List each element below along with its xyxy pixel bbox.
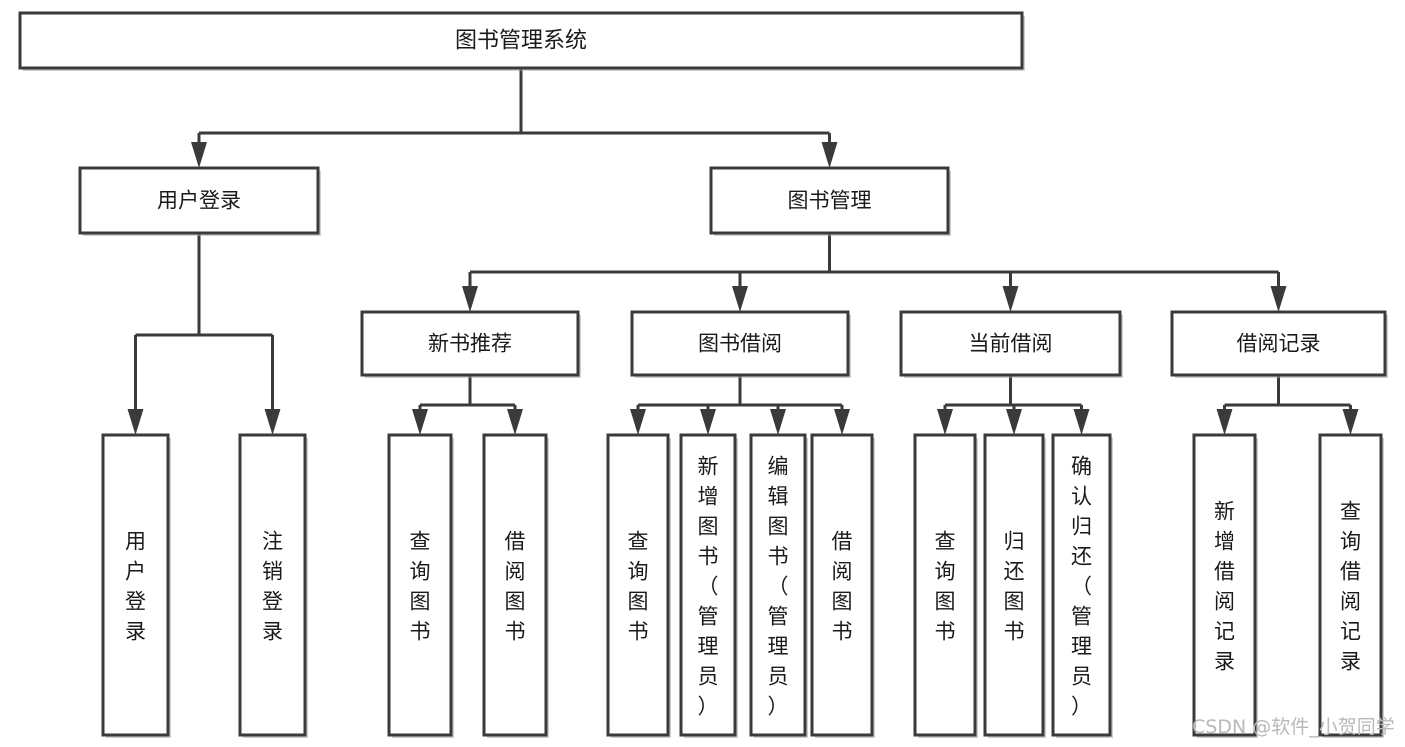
node-label: 查询图书: [628, 529, 649, 643]
node-login[interactable]: 用户登录: [78, 166, 321, 236]
node-bookmgmt[interactable]: 图书管理: [709, 166, 951, 236]
connector-group-records: [1216, 375, 1359, 435]
node-rect[interactable]: [899, 310, 1122, 377]
connector-layer: [127, 68, 1359, 435]
node-label: 新增图书（管理员）: [698, 454, 719, 718]
node-leaf-current-confirm[interactable]: 确认归还（管理员）: [1051, 433, 1113, 738]
connector-group-root: [191, 68, 838, 168]
arrow-head-icon: [732, 286, 748, 312]
node-leaf-borrow-query[interactable]: 查询图书: [606, 433, 671, 738]
arrow-head-icon: [264, 409, 281, 435]
connector-group-bookmgmt: [462, 233, 1287, 312]
node-label: 查询图书: [935, 529, 956, 643]
node-records[interactable]: 借阅记录: [1170, 310, 1388, 378]
watermark-label: CSDN @软件_小贺同学: [1192, 716, 1395, 738]
node-label: 归还图书: [1004, 529, 1025, 643]
node-rect[interactable]: [1318, 433, 1383, 737]
node-rect[interactable]: [913, 433, 977, 737]
node-leaf-borrow-add[interactable]: 新增图书（管理员）: [679, 433, 738, 738]
arrow-head-icon: [630, 409, 646, 435]
node-label: 图书管理: [788, 189, 872, 213]
node-rect[interactable]: [810, 433, 874, 737]
node-label: 用户登录: [157, 189, 241, 213]
connector-group-login: [127, 233, 281, 435]
node-leaf-user-login[interactable]: 用户登录: [101, 433, 171, 738]
arrow-head-icon: [462, 286, 478, 312]
arrow-head-icon: [191, 142, 207, 168]
node-rect[interactable]: [482, 433, 548, 737]
node-rect[interactable]: [101, 433, 170, 737]
node-label: 确认归还（管理员）: [1071, 454, 1092, 718]
node-rect[interactable]: [1170, 310, 1387, 377]
node-layer: 图书管理系统用户登录图书管理新书推荐图书借阅当前借阅借阅记录用户登录注销登录查询…: [18, 11, 1388, 738]
arrow-head-icon: [127, 409, 144, 435]
node-rect[interactable]: [1051, 433, 1112, 737]
node-rect[interactable]: [78, 166, 320, 235]
node-label: 借阅图书: [505, 529, 526, 643]
connector-group-current: [937, 375, 1090, 435]
node-leaf-record-query[interactable]: 查询借阅记录: [1318, 433, 1384, 738]
node-label: 借阅记录: [1237, 332, 1321, 356]
node-root[interactable]: 图书管理系统: [18, 11, 1025, 71]
node-label: 编辑图书（管理员）: [768, 454, 789, 718]
arrow-head-icon: [1216, 409, 1233, 435]
node-label: 新书推荐: [428, 332, 512, 356]
arrow-head-icon: [507, 409, 523, 435]
node-leaf-current-return[interactable]: 归还图书: [983, 433, 1046, 738]
node-leaf-newbook-query[interactable]: 查询图书: [387, 433, 454, 738]
node-rect[interactable]: [18, 11, 1024, 70]
node-rect[interactable]: [679, 433, 737, 737]
node-rect[interactable]: [360, 310, 580, 377]
node-label: 当前借阅: [969, 332, 1053, 356]
node-leaf-user-logout[interactable]: 注销登录: [238, 433, 308, 738]
node-label: 新增借阅记录: [1214, 499, 1235, 673]
node-leaf-borrow-edit[interactable]: 编辑图书（管理员）: [749, 433, 808, 738]
node-rect[interactable]: [387, 433, 453, 737]
connector-group-borrow: [630, 375, 850, 435]
node-rect[interactable]: [606, 433, 670, 737]
node-borrow[interactable]: 图书借阅: [630, 310, 851, 378]
arrow-head-icon: [937, 409, 953, 435]
node-rect[interactable]: [630, 310, 850, 377]
arrow-head-icon: [1002, 286, 1019, 312]
node-current[interactable]: 当前借阅: [899, 310, 1123, 378]
arrow-head-icon: [1342, 409, 1359, 435]
node-leaf-record-add[interactable]: 新增借阅记录: [1192, 433, 1258, 738]
node-leaf-borrow-lend[interactable]: 借阅图书: [810, 433, 875, 738]
node-label: 查询借阅记录: [1340, 499, 1361, 673]
node-label: 查询图书: [410, 529, 431, 643]
arrow-head-icon: [770, 409, 786, 435]
node-rect[interactable]: [238, 433, 307, 737]
node-leaf-newbook-borrow[interactable]: 借阅图书: [482, 433, 549, 738]
node-label: 注销登录: [262, 529, 283, 643]
node-label: 图书管理系统: [455, 29, 587, 54]
node-rect[interactable]: [749, 433, 807, 737]
arrow-head-icon: [834, 409, 850, 435]
node-label: 借阅图书: [832, 529, 853, 643]
arrow-head-icon: [1006, 409, 1022, 435]
arrow-head-icon: [1073, 409, 1090, 435]
connector-group-newbook: [412, 375, 523, 435]
node-label: 用户登录: [125, 529, 146, 643]
arrow-head-icon: [821, 142, 838, 168]
node-rect[interactable]: [983, 433, 1045, 737]
node-newbook[interactable]: 新书推荐: [360, 310, 581, 378]
arrow-head-icon: [412, 409, 428, 435]
arrow-head-icon: [1270, 286, 1287, 312]
arrow-head-icon: [700, 409, 716, 435]
node-rect[interactable]: [1192, 433, 1257, 737]
node-rect[interactable]: [709, 166, 950, 235]
node-label: 图书借阅: [698, 332, 782, 356]
node-leaf-current-query[interactable]: 查询图书: [913, 433, 978, 738]
